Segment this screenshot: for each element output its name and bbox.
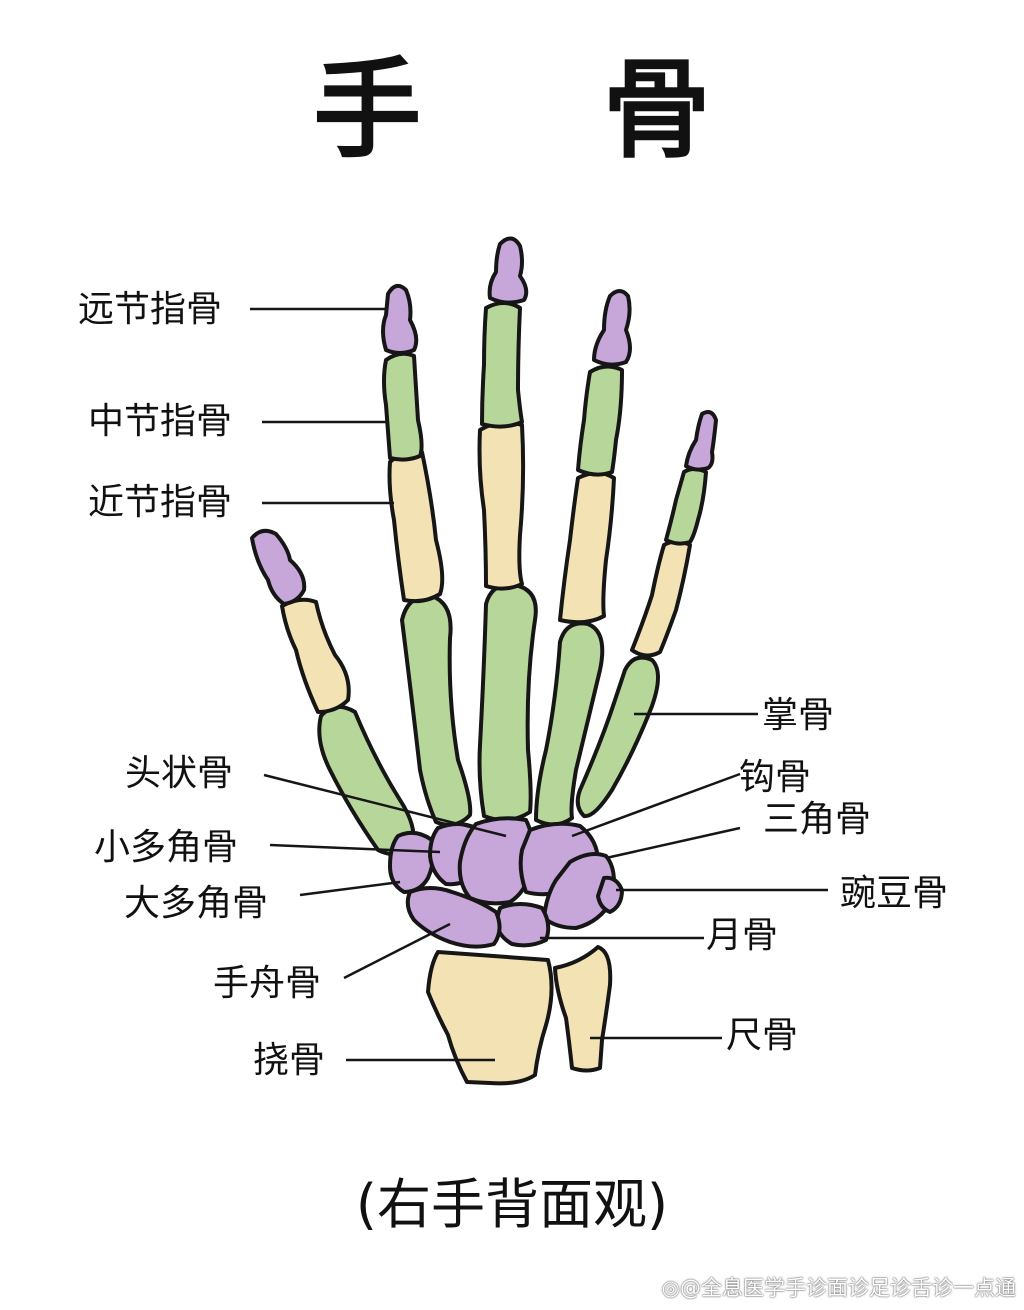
leader-trapezoid <box>269 843 441 854</box>
metacarpal-thumb <box>317 704 416 857</box>
proximal-phalanx-index <box>387 449 445 604</box>
scaphoid-bone <box>405 886 502 949</box>
label-radius: 挠骨 <box>253 1040 326 1081</box>
label-proximal-phalanx: 近节指骨 <box>88 482 233 523</box>
label-trapezium: 大多角骨 <box>124 883 269 924</box>
leader-capitate <box>263 773 507 838</box>
label-triquetrum: 三角骨 <box>763 799 872 840</box>
distal-phalanx-middle <box>487 236 529 305</box>
distal-phalanx-little <box>684 410 718 472</box>
label-lunate: 月骨 <box>706 915 779 956</box>
radius-bone <box>426 950 554 1086</box>
capitate-bone <box>457 816 536 906</box>
label-hamate: 钩骨 <box>739 757 812 798</box>
metacarpal-index <box>400 593 473 827</box>
metacarpal-little <box>575 655 660 819</box>
proximal-phalanx-ring <box>558 471 616 625</box>
watermark-text: @全息医学手诊面诊足诊舌诊一点通 <box>680 1276 1016 1300</box>
middle-phalanx-index <box>382 351 424 462</box>
label-metacarpal: 掌骨 <box>762 695 835 736</box>
distal-phalanx-index <box>381 283 419 355</box>
metacarpal-ring <box>534 621 605 827</box>
subtitle: (右手背面观) <box>355 1173 669 1236</box>
watermark: ◎@全息医学手诊面诊足诊舌诊一点通 <box>662 1272 1016 1302</box>
label-ulna: 尺骨 <box>726 1015 799 1056</box>
label-capitate: 头状骨 <box>125 753 234 794</box>
ulna-bone <box>553 945 613 1073</box>
proximal-phalanx-thumb <box>280 597 351 714</box>
proximal-phalanx-middle <box>477 420 526 591</box>
leader-hamate <box>571 772 741 838</box>
label-pisiform: 豌豆骨 <box>840 873 949 914</box>
middle-phalanx-little <box>664 467 708 546</box>
proximal-phalanx-little <box>630 539 692 658</box>
label-scaphoid: 手舟骨 <box>213 963 322 1004</box>
pisiform-bone <box>596 875 624 914</box>
label-distal-phalanx: 远节指骨 <box>78 289 223 330</box>
leader-triquetrum <box>605 826 741 860</box>
lunate-bone <box>494 902 551 948</box>
middle-phalanx-middle <box>480 301 524 429</box>
distal-phalanx-ring <box>592 289 632 367</box>
label-trapezoid: 小多角骨 <box>94 827 239 868</box>
distal-phalanx-thumb <box>250 528 307 606</box>
metacarpal-middle <box>477 582 538 823</box>
weibo-icon: ◎ <box>661 1276 680 1300</box>
leader-scaphoid <box>343 922 451 980</box>
leader-trapezium <box>299 880 401 897</box>
page-title: 手 骨 <box>313 48 783 173</box>
label-middle-phalanx: 中节指骨 <box>88 401 233 442</box>
middle-phalanx-ring <box>576 364 624 477</box>
